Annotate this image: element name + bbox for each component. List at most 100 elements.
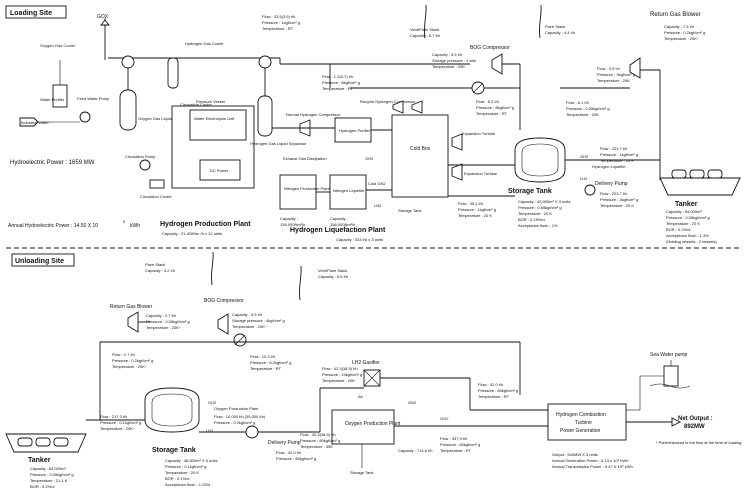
hydroelectric-power: Hydroelectric Power : 1659 MW (10, 160, 95, 166)
u-delivery-flow-1: Flow : 42.0 t/h (276, 450, 301, 455)
sea-water-pump (663, 365, 679, 387)
n2-liq-cap-1: Capacity : (330, 216, 348, 221)
bog-detail-1: Capacity : 3.9 t/h (432, 52, 462, 57)
u-delivery-pump-label: Delivery Pump (268, 440, 301, 446)
u-return-detail-1: Capacity : 2.7 t/h (146, 313, 176, 318)
liquefaction-title: Hydrogen Liquefaction Plant (290, 227, 386, 234)
h2-liquefier-label: Hydrogen Liquefier (592, 164, 626, 169)
loading-delivery-pump (584, 184, 596, 196)
loading-storage-tank (514, 137, 566, 183)
ventflare-stack (424, 4, 427, 39)
tanker-flow-3: Temperature : 20 K (600, 158, 634, 163)
electrolysis-label: Water Electrolysis Unit (194, 116, 235, 121)
gasifier-flow-3: Temperature : 20K (322, 378, 355, 383)
flare-stack (539, 4, 542, 39)
u-storage-tank (144, 387, 200, 433)
expansion-turbine-1 (451, 133, 463, 151)
return-blower-label: Return Gas Blower (650, 12, 701, 18)
lh2-gasifier-label: LH2 Gasifier (352, 360, 380, 366)
n2-prod-cap-2: 136,000Nm³/h (280, 222, 305, 227)
u-ventflare-label: Vent/Flare Stack (318, 268, 347, 273)
oxy-flow-3: Temperature : 30K (300, 444, 333, 449)
u-tanker-title: Tanker (28, 457, 51, 464)
stream-return2-flow: Flow : 3.9 t/h (597, 66, 620, 71)
bog-compressor-label: BOG Compressor (470, 45, 510, 51)
gox-label: GOX (97, 14, 109, 20)
u-tank-detail-5: Acceptance flush : 1.25% (165, 482, 211, 487)
loading-tanker-detail-4: BOR : 0.2%/d (666, 227, 690, 232)
unloading-site-label-box (11, 253, 75, 267)
expansion-turbine-2 (451, 163, 463, 181)
output-3: Annual Transmission Power : 5.47 X 10⁹ k… (552, 464, 633, 469)
u-tank-detail-4: BOR : 0.1%/d (165, 476, 189, 481)
stream-mid-temp: Temperature : RT (322, 86, 354, 91)
u-bog-detail-3: Temperature : 20K~ (232, 324, 268, 329)
stream-bog-temp: Temperature : RT (476, 111, 508, 116)
cold-gn2-label: Cold GN2 (368, 181, 386, 186)
gh2-label: GH2 (365, 156, 374, 161)
loading-site-label: Loading Site (10, 10, 52, 17)
bog-detail-3: Temperature : 20K (432, 64, 465, 69)
delivery-flow-1: Flow : 223.7 t/h (600, 191, 627, 196)
oxygen-cooler (121, 55, 135, 69)
n2-liquefier (329, 174, 367, 210)
stream-return-pressure: Pressure : 0.05kgf/cm² g (566, 106, 610, 111)
industrial-water-label: Industrial Water (21, 120, 50, 125)
u-return-blower-label: Return Gas Blower (110, 304, 153, 310)
gox-arrow (100, 19, 110, 26)
u-bog-compressor-label: BOG Compressor (204, 298, 244, 304)
bog-compressor (491, 53, 503, 75)
cold-box (391, 114, 449, 198)
annual-power-exp: 9 (123, 219, 126, 224)
output-1: Output : 500MW X 3 units (552, 452, 598, 457)
bog-detail-2: Storage pressure : 4 atm (432, 58, 477, 63)
recycle-compressor-2 (411, 100, 423, 114)
u-tank-detail-3: Temperature : 20 K (165, 470, 199, 475)
u-return-blower (127, 311, 139, 333)
u-stream-return-2: Pressure : 0.2kgf/cm² g (112, 358, 153, 363)
normal-compressor-label: Normal Hydrogen Compressor (286, 112, 341, 117)
loading-tank-detail-1: Capacity : 42,000m³ X 3 units (518, 199, 570, 204)
water-purifier (52, 84, 68, 108)
oxygen-cooler-label: Oxygen Gas Cooler (40, 43, 76, 48)
n2-production-plant (279, 174, 317, 210)
loading-tank-detail-3: Temperature : 20 K (518, 211, 552, 216)
u-stream-bog-2: Pressure : 8.2kgf/cm² g (250, 360, 291, 365)
industrial-water-tag (19, 117, 39, 127)
ln2-label: LN2 (374, 203, 382, 208)
annual-power: Annual Hydroelectric Power : 14.50 X 10 (8, 223, 98, 229)
u-tanker-flow-2: Pressure : 0.1kgf/cm² g (100, 420, 141, 425)
stream-return-flow: Flow : 6.1 t/h (566, 100, 589, 105)
u-bog-detail-1: Capacity : 3.9 t/h (232, 312, 262, 317)
circulation-cooler-vessel (167, 57, 179, 89)
capacity-go2: Capacity : 714.6 t/h (398, 448, 432, 453)
output-arrow (671, 417, 682, 427)
gasifier-flow-1: Flow : 42.3(38.5) t/h (322, 366, 358, 371)
footnote: * Parenthesized is the flow at the time … (656, 440, 743, 445)
u-tanker-detail-2: Pressure : 0.05kgf/cm² g (30, 472, 74, 477)
expansion-turbine-label-2: Expansion Turbine (464, 171, 498, 176)
water-purifier-label: Water Purifier (40, 97, 65, 102)
stream-h2-3: Temperature : RT (478, 394, 510, 399)
production-plant-capacity: Capacity : 21,400Nm /h x 12 units (162, 231, 222, 236)
u-return-detail-3: Temperature : 20K~ (146, 325, 182, 330)
u-storage-flow-2: Pressure : 0.2kgf/cm² g (214, 420, 255, 425)
u-oxygen-plant (331, 409, 395, 445)
loading-tanker-hull (659, 177, 741, 196)
dc-power-label: DC Power (210, 168, 229, 173)
u-gh2-label: GH2 (208, 400, 217, 405)
u-oxygen-plant-label: Oxygen Production Plant (214, 406, 259, 411)
u-flare-stack-capacity: Capacity : 4.2 t/h (145, 268, 175, 273)
n2-liq-cap-2: 156,000Nm³/h (330, 222, 355, 227)
sea-water-pump-label: Sea Water pump (650, 352, 688, 358)
stream-top-flow: Flow : 33,5(3.9) t/h (262, 14, 295, 19)
net-output-label: Net Output : (678, 416, 713, 422)
circulation-pump-label: Circulation Pump (125, 154, 156, 159)
u-oxygen-plant-name: Oxygen Production Plant (345, 421, 401, 427)
stream-go2-1: Flow : 337.9 t/h (440, 436, 467, 441)
u-flare-stack-label: Flare Stack (145, 262, 165, 267)
loading-tanker-title: Tanker (675, 201, 698, 208)
unloading-site-label: Unloading Site (15, 258, 64, 265)
oxy-flow-2: Pressure : 80kgf/cm² g (300, 438, 340, 443)
liq-flow-2: Pressure : 1kgf/cm² g (458, 207, 496, 212)
